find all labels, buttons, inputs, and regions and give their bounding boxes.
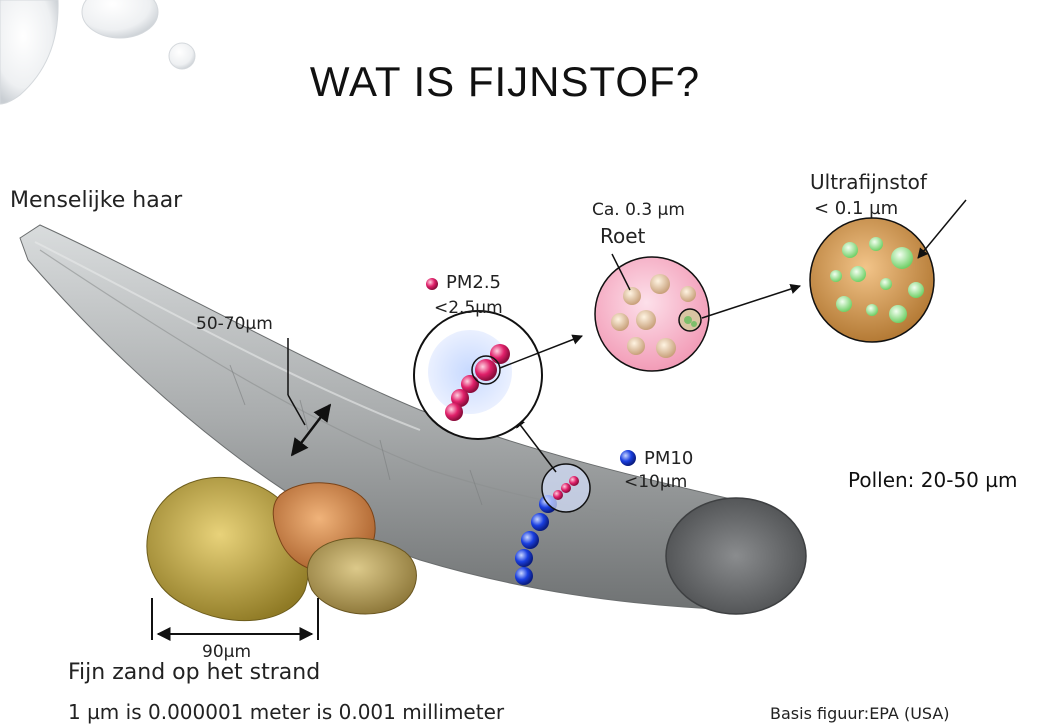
- soot-size-label: Ca. 0.3 µm: [592, 200, 685, 220]
- pm25-magnified-circle: [413, 310, 543, 440]
- pm25-legend-dot: [426, 278, 438, 290]
- pm25-size-label: <2.5µm: [434, 298, 503, 318]
- pm10-name-label: PM10: [644, 448, 694, 469]
- pollen-label: Pollen: 20-50 µm: [848, 468, 1018, 492]
- soot-name-label: Roet: [600, 224, 646, 248]
- slide-title: WAT IS FIJNSTOF?: [309, 58, 701, 105]
- pm10-particles: [515, 463, 591, 585]
- source-credit: Basis figuur:EPA (USA): [770, 704, 950, 723]
- pm25-name-label: PM2.5: [446, 272, 502, 293]
- ultrafine-disc: [809, 217, 935, 343]
- hair-width-indicator: [287, 338, 332, 457]
- ultrafine-size-label: < 0.1 µm: [814, 198, 899, 219]
- ultrafine-pointer: [917, 199, 967, 259]
- sand-width-label: 90µm: [202, 642, 252, 662]
- hair-label: Menselijke haar: [10, 188, 183, 213]
- ultrafine-name-label: Ultrafijnstof: [810, 170, 927, 194]
- pm10-legend-dot: [620, 450, 636, 466]
- sand-label: Fijn zand op het strand: [68, 660, 321, 685]
- unit-note: 1 µm is 0.000001 meter is 0.001 millimet…: [68, 700, 505, 724]
- droplet-decoration: [0, 0, 196, 105]
- soot-disc: [594, 256, 710, 372]
- arrow-pm10-to-pm25: [514, 417, 557, 473]
- arrow-pm25-to-soot: [499, 334, 583, 369]
- pm10-size-label: <10µm: [624, 472, 688, 492]
- soot-pointer: [611, 253, 631, 291]
- sand-grains-illustration: [146, 476, 417, 622]
- human-hair-illustration: [19, 224, 807, 615]
- sand-size-bracket: [151, 598, 319, 641]
- hair-width-label: 50-70µm: [196, 314, 273, 334]
- arrow-soot-to-ultrafine: [701, 283, 801, 319]
